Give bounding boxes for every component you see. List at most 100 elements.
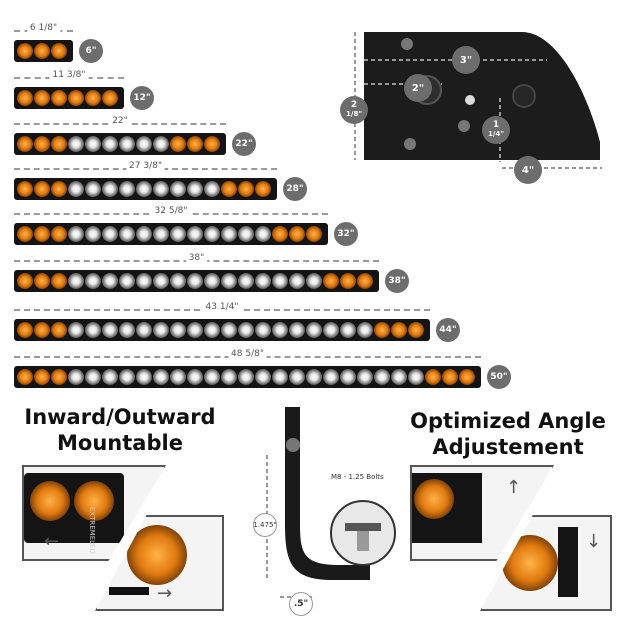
white-led <box>68 322 84 338</box>
light-bar <box>14 133 226 155</box>
amber-led <box>170 136 186 152</box>
white-led <box>255 322 271 338</box>
white-led <box>170 226 186 242</box>
amber-led <box>51 90 67 106</box>
angle-title: Optimized Angle Adjustement <box>398 408 618 460</box>
white-led <box>204 226 220 242</box>
amber-led <box>17 273 33 289</box>
arrow-right-icon: → <box>157 583 173 604</box>
cap-depth-badge: 4" <box>514 156 542 184</box>
length-label: 38" <box>185 253 208 263</box>
amber-led <box>68 90 84 106</box>
amber-led <box>85 90 101 106</box>
white-led <box>238 369 254 385</box>
size-badge: 12" <box>130 86 154 110</box>
size-badge: 28" <box>283 177 307 201</box>
white-led <box>357 369 373 385</box>
cap-height-badge: 2 1/8" <box>340 96 368 124</box>
white-led <box>119 322 135 338</box>
cap-height-fraction: 1/8" <box>346 110 362 118</box>
white-led <box>408 369 424 385</box>
amber-led <box>374 322 390 338</box>
size-badge: 6" <box>79 39 103 63</box>
amber-led <box>17 136 33 152</box>
length-label: 27 3/8" <box>126 161 165 171</box>
amber-led <box>102 90 118 106</box>
white-led <box>187 273 203 289</box>
amber-led <box>17 181 33 197</box>
white-led <box>85 136 101 152</box>
white-led <box>136 226 152 242</box>
amber-led <box>17 43 33 59</box>
white-led <box>102 226 118 242</box>
white-led <box>238 226 254 242</box>
cap-slot-fraction: 1/4" <box>488 130 504 138</box>
white-led <box>306 322 322 338</box>
amber-led <box>51 226 67 242</box>
white-led <box>68 369 84 385</box>
size-badge: 44" <box>436 318 460 342</box>
white-led <box>187 322 203 338</box>
cap-height-whole: 2 <box>350 100 358 110</box>
amber-led <box>51 322 67 338</box>
white-led <box>68 273 84 289</box>
bracket-width-label: .5" <box>289 592 313 616</box>
white-led <box>119 136 135 152</box>
amber-led <box>357 273 373 289</box>
white-led <box>102 136 118 152</box>
angle-title-line1: Optimized Angle <box>410 409 606 433</box>
white-led <box>153 322 169 338</box>
cap-width-badge: 3" <box>452 46 480 74</box>
white-led <box>272 273 288 289</box>
light-bar <box>14 319 430 341</box>
white-led <box>187 181 203 197</box>
white-led <box>289 273 305 289</box>
mount-title: Inward/Outward Mountable <box>10 404 230 456</box>
bracket-height-label: 1.475" <box>253 513 277 537</box>
white-led <box>170 322 186 338</box>
amber-led <box>221 181 237 197</box>
amber-led <box>34 226 50 242</box>
white-led <box>136 322 152 338</box>
white-led <box>153 226 169 242</box>
white-led <box>68 181 84 197</box>
amber-led <box>187 136 203 152</box>
size-badge: 22" <box>232 132 256 156</box>
white-led <box>102 369 118 385</box>
size-badge: 38" <box>385 269 409 293</box>
bracket-drawing <box>266 407 396 598</box>
cap-slot-badge: 1 1/4" <box>482 116 510 144</box>
light-bar <box>14 40 73 62</box>
brand-label: EXTREMELED <box>88 507 96 554</box>
white-led <box>85 226 101 242</box>
white-led <box>187 369 203 385</box>
white-led <box>204 322 220 338</box>
white-led <box>119 181 135 197</box>
amber-led <box>17 322 33 338</box>
white-led <box>374 369 390 385</box>
white-led <box>255 226 271 242</box>
amber-led <box>17 226 33 242</box>
white-led <box>136 136 152 152</box>
white-led <box>119 369 135 385</box>
amber-led <box>34 90 50 106</box>
end-cap-drawing <box>354 32 602 169</box>
white-led <box>119 226 135 242</box>
white-led <box>153 273 169 289</box>
amber-led <box>17 369 33 385</box>
white-led <box>85 181 101 197</box>
amber-led <box>51 181 67 197</box>
amber-led <box>238 181 254 197</box>
amber-led <box>17 90 33 106</box>
amber-led <box>323 273 339 289</box>
bracket-diagram: 1.475" .5" M8 - 1.25 Bolts <box>245 405 415 617</box>
light-bar <box>14 178 277 200</box>
length-label: 32 5/8" <box>151 206 191 216</box>
cap-slot-whole: 1 <box>492 120 500 130</box>
white-led <box>119 273 135 289</box>
amber-led <box>442 369 458 385</box>
white-led <box>102 181 118 197</box>
white-led <box>102 273 118 289</box>
white-led <box>153 369 169 385</box>
white-led <box>391 369 407 385</box>
